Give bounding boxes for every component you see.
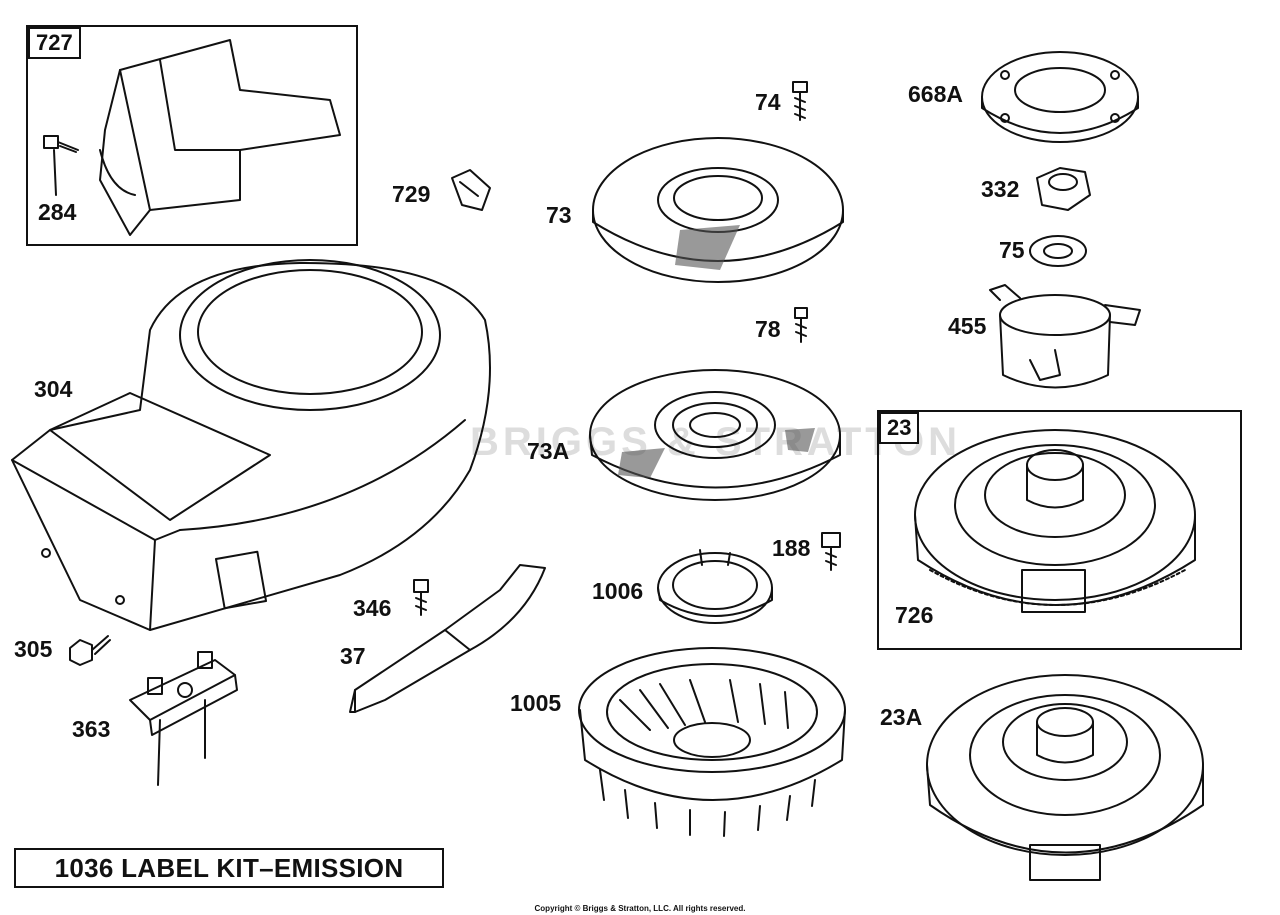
part-73a-screen: [589, 369, 841, 501]
part-455-cup: [989, 284, 1141, 389]
label-727: 727: [28, 27, 81, 59]
part-305-screw: [69, 635, 111, 666]
label-75: 75: [999, 237, 1025, 263]
part-1005-fan: [578, 647, 846, 837]
part-188-bolt: [821, 532, 841, 571]
part-74-bolt: [792, 81, 808, 121]
copyright-notice: Copyright © Briggs & Stratton, LLC. All …: [534, 904, 746, 913]
label-346: 346: [353, 595, 392, 621]
part-73-screen: [592, 137, 844, 283]
part-37-air-guide: [349, 564, 546, 713]
label-kit-emission: 1036 LABEL KIT–EMISSION: [14, 848, 444, 888]
part-304-blower-housing: [11, 259, 491, 631]
label-73: 73: [546, 202, 572, 228]
part-727-shroud: [99, 39, 341, 236]
part-332-nut: [1036, 167, 1091, 211]
label-668a: 668A: [908, 81, 963, 107]
label-284: 284: [38, 199, 77, 225]
label-23: 23: [879, 412, 920, 444]
watermark-logo: BRIGGS & STRATTON: [470, 420, 961, 464]
frame-23: [877, 410, 1242, 650]
part-23a-flywheel: [926, 674, 1204, 881]
part-78-screw: [794, 307, 808, 343]
label-73a: 73A: [527, 438, 570, 464]
part-1006-ratchet: [657, 549, 773, 624]
frame-727: [26, 25, 358, 246]
part-363-bracket: [129, 651, 238, 786]
label-1005: 1005: [510, 690, 562, 716]
label-332: 332: [981, 176, 1020, 202]
label-305: 305: [14, 636, 53, 662]
part-346-bolt: [413, 579, 429, 616]
part-726-flywheel: [914, 429, 1196, 613]
label-455: 455: [948, 313, 987, 339]
part-729-grommet: [451, 169, 491, 211]
part-668a-plate: [981, 51, 1139, 143]
label-363: 363: [72, 716, 111, 742]
part-284-screw: [43, 135, 79, 196]
part-75-washer: [1029, 235, 1087, 267]
label-188: 188: [772, 535, 811, 561]
label-729: 729: [392, 181, 431, 207]
label-1006: 1006: [592, 578, 644, 604]
label-23a: 23A: [880, 704, 923, 730]
label-726: 726: [895, 602, 934, 628]
label-78: 78: [755, 316, 781, 342]
label-304: 304: [34, 376, 73, 402]
label-37: 37: [340, 643, 366, 669]
label-74: 74: [755, 89, 781, 115]
